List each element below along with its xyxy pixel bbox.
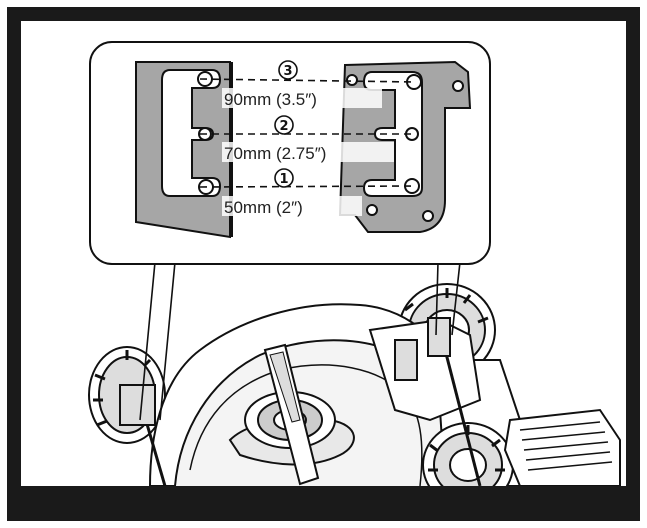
motor-housing xyxy=(503,408,621,486)
height-label-70mm: 70mm (2.75″) xyxy=(224,144,326,163)
marker-circle-1 xyxy=(274,168,294,188)
bracket-right xyxy=(427,317,451,357)
alignment-lines xyxy=(199,78,417,188)
height-adjust-bracket xyxy=(135,61,233,239)
callout-connector-right xyxy=(435,261,461,336)
mower-illustration xyxy=(88,283,621,486)
callout-connector-left xyxy=(139,261,176,421)
marker-number-2: 2 xyxy=(279,119,288,134)
height-label-50mm: 50mm (2″) xyxy=(224,198,303,217)
marker-circle-3 xyxy=(278,60,298,80)
alignment-line-3 xyxy=(199,78,417,83)
position-3: 3 90mm (3.5″) xyxy=(222,60,382,109)
position-1: 1 50mm (2″) xyxy=(222,168,362,217)
frame-bottom-band xyxy=(7,486,640,521)
marker-number-1: 1 xyxy=(279,172,288,187)
position-2: 2 70mm (2.75″) xyxy=(222,115,394,163)
bracket-left xyxy=(119,384,156,426)
height-label-90mm: 90mm (3.5″) xyxy=(224,90,317,109)
marker-number-3: 3 xyxy=(283,64,292,79)
marker-circle-2 xyxy=(274,115,294,135)
